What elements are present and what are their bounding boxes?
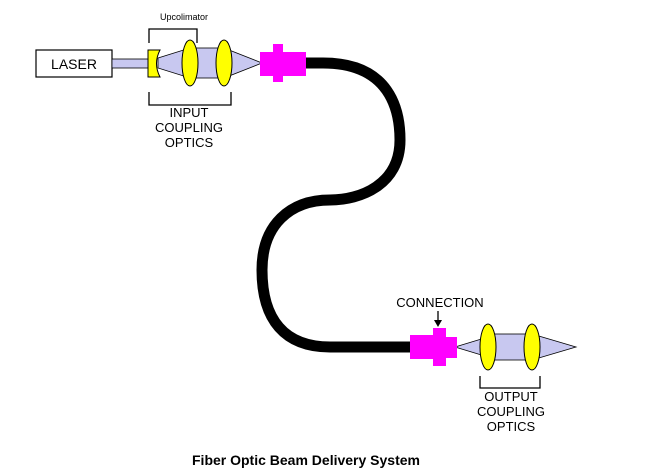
optical-fiber [256,57,415,353]
connection-label: CONNECTION [396,295,483,310]
input-optics-label-line-1: INPUT [170,105,209,120]
output-lens-1-icon [479,323,497,371]
connection-annotation: CONNECTION [396,295,484,327]
output-connector-icon [410,328,457,366]
upcolimator-bracket: Upcolimator [148,12,208,43]
output-beam-path [453,333,578,361]
output-optics-label-line-3: OPTICS [487,419,536,434]
laser-beam [111,58,151,69]
laser-box [35,49,113,78]
laser-label: LASER [51,56,97,72]
input-lens-1-icon [181,39,199,87]
upcolimator-label: Upcolimator [160,12,208,22]
input-optics-bracket: INPUT COUPLING OPTICS [148,92,232,150]
diagram-title: Fiber Optic Beam Delivery System [192,452,420,468]
arrow-down-icon [434,320,442,327]
output-lens-2-icon [523,323,541,371]
output-optics-bracket: OUTPUT COUPLING OPTICS [477,376,545,434]
concave-lens-icon [147,49,161,78]
input-lens-2-icon [215,39,233,87]
input-optics-label-line-2: COUPLING [155,120,223,135]
output-optics-label-line-2: COUPLING [477,404,545,419]
input-connector-icon [260,44,306,82]
input-beam-path [157,47,264,79]
input-optics-label-line-3: OPTICS [165,135,214,150]
output-optics-label-line-1: OUTPUT [484,389,538,404]
laser-unit: LASER [35,49,113,78]
